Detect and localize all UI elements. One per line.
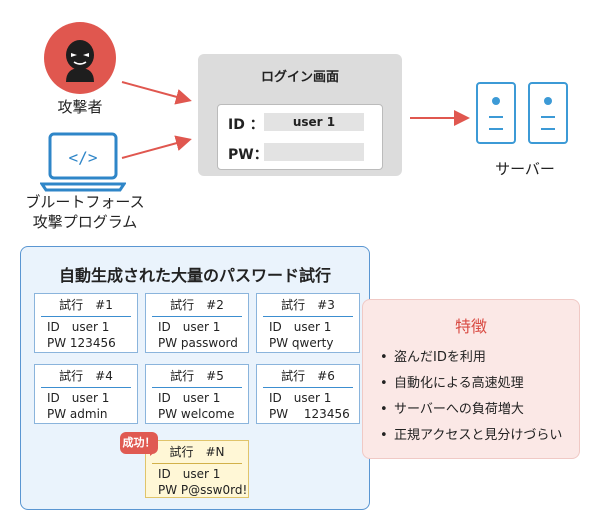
server-label: サーバー <box>495 160 555 178</box>
attempt-header: 試行 #6 <box>263 365 353 388</box>
success-pw: PW P@ssw0rd! <box>158 483 248 497</box>
pw-field[interactable] <box>264 143 364 161</box>
attempt-card: 試行 #4 ID user 1 PW admin <box>34 364 138 424</box>
attempt-header: 試行 #2 <box>152 294 242 317</box>
feature-item-text: 自動化による高速処理 <box>394 376 524 391</box>
features-box <box>362 299 580 459</box>
attempt-pw: PW 123456 <box>47 336 116 350</box>
attempt-id: ID user 1 <box>158 320 221 334</box>
attacker-label: 攻撃者 <box>57 98 103 116</box>
attempt-card: 試行 #2 ID user 1 PW password <box>145 293 249 353</box>
attacker-arrow <box>121 81 192 105</box>
bruteforce-label-line1: ブルートフォース <box>25 193 145 211</box>
success-id: ID user 1 <box>158 467 221 481</box>
server-icon <box>476 82 516 144</box>
attempt-header: 試行 #3 <box>263 294 353 317</box>
program-arrow <box>121 135 192 159</box>
attempt-header: 試行 #1 <box>41 294 131 317</box>
attempt-card: 試行 #3 ID user 1 PW qwerty <box>256 293 360 353</box>
success-header: 試行 #N <box>152 441 242 464</box>
attempt-pw: PW admin <box>47 407 108 421</box>
attempt-card: 試行 #6 ID user 1 PW 123456 <box>256 364 360 424</box>
hacker-icon <box>44 22 116 94</box>
attempt-pw: PW qwerty <box>269 336 334 350</box>
feature-item-text: 正規アクセスと見分けづらい <box>394 428 563 443</box>
attempt-header: 試行 #4 <box>41 365 131 388</box>
attempt-id: ID user 1 <box>47 320 110 334</box>
attempt-header: 試行 #5 <box>152 365 242 388</box>
attempt-id: ID user 1 <box>269 320 332 334</box>
attempt-pw: PW password <box>158 336 238 350</box>
attempt-id: ID user 1 <box>269 391 332 405</box>
attempt-card: 試行 #1 ID user 1 PW 123456 <box>34 293 138 353</box>
feature-item: •自動化による高速処理 <box>380 376 524 391</box>
feature-item-text: サーバーへの負荷増大 <box>394 402 524 417</box>
feature-item: •正規アクセスと見分けづらい <box>380 428 563 443</box>
success-badge: 成功！ <box>120 432 158 454</box>
attempt-card: 試行 #5 ID user 1 PW welcome <box>145 364 249 424</box>
bruteforce-label: ブルートフォース 攻撃プログラム <box>14 192 156 232</box>
attempts-title: 自動生成された大量のパスワード試行 <box>58 266 331 285</box>
feature-item: •サーバーへの負荷増大 <box>380 402 524 417</box>
server-icon <box>528 82 568 144</box>
attempt-pw: PW welcome <box>158 407 235 421</box>
attempt-id: ID user 1 <box>158 391 221 405</box>
attempt-pw: PW 123456 <box>269 407 350 421</box>
feature-item: •盗んだIDを利用 <box>380 350 486 365</box>
bruteforce-label-line2: 攻撃プログラム <box>32 213 138 231</box>
pw-label: PW： <box>228 147 268 163</box>
laptop-code-icon: </> <box>39 130 127 196</box>
id-field[interactable]: user 1 <box>264 113 364 131</box>
login-title: ログイン画面 <box>260 70 339 85</box>
features-title: 特徴 <box>454 317 487 336</box>
id-label: ID ： <box>228 117 264 133</box>
success-card: 試行 #N ID user 1 PW P@ssw0rd! <box>145 440 249 498</box>
attempt-id: ID user 1 <box>47 391 110 405</box>
svg-text:</>: </> <box>69 148 98 167</box>
feature-item-text: 盗んだIDを利用 <box>394 350 486 365</box>
